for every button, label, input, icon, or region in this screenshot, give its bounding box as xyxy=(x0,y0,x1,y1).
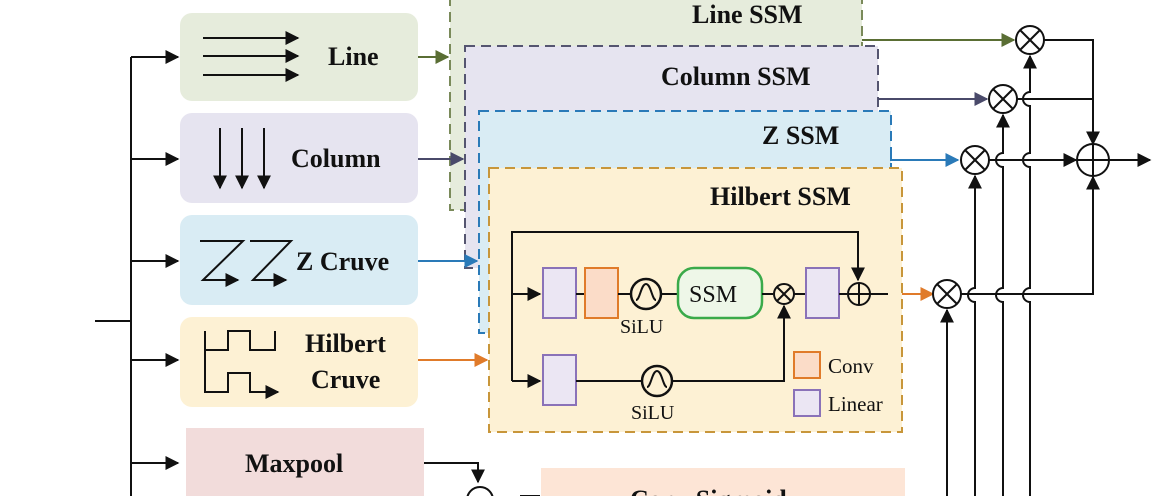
vertical-arrows-icon xyxy=(213,128,271,190)
hilbert-curve-icon xyxy=(204,330,280,399)
conv-layer xyxy=(584,267,619,319)
linear-layer-bottom xyxy=(542,354,577,406)
silu-top-label: SiLU xyxy=(620,316,664,338)
legend-linear-label: Linear xyxy=(828,392,883,416)
line-ssm-label: Line SSM xyxy=(692,0,803,29)
line-scan-block: Line xyxy=(180,13,418,101)
gate-lines xyxy=(940,54,1037,496)
horizontal-arrows-icon xyxy=(203,31,300,82)
input-trunk xyxy=(95,50,180,496)
multiplier-hilbert xyxy=(932,279,962,309)
conv-sigmoid-label: Conv Sigmoid xyxy=(630,485,787,496)
conv-sigmoid-block: Conv Sigmoid xyxy=(541,468,905,496)
z-scan-block: Z Cruve xyxy=(180,215,418,305)
line-scan-label: Line xyxy=(328,42,379,71)
sum-paths xyxy=(961,39,1100,295)
z-curve-icon xyxy=(200,240,294,287)
silu-bottom-label: SiLU xyxy=(631,402,675,424)
hilbert-scan-label-line1: Hilbert xyxy=(305,329,386,358)
maxpool-block: Maxpool xyxy=(186,428,424,496)
multiplier-z xyxy=(960,145,990,175)
legend-linear-swatch xyxy=(793,389,821,417)
linear-layer-top xyxy=(542,267,577,319)
z-scan-label: Z Cruve xyxy=(296,247,389,276)
legend-conv-label: Conv xyxy=(828,354,874,378)
maxpool-label: Maxpool xyxy=(245,449,343,478)
add-icon xyxy=(847,282,871,306)
column-ssm-label: Column SSM xyxy=(661,62,811,91)
hilbert-scan-label-line2: Cruve xyxy=(311,365,380,394)
hilbert-ssm-internals: SiLU SSM SiLU Conv xyxy=(511,231,888,424)
scan-to-ssm-arrows xyxy=(418,50,489,367)
ssm-output-arrows xyxy=(862,33,1016,167)
ssm-core-label: SSM xyxy=(689,282,737,308)
maxpool-path xyxy=(424,462,540,496)
column-scan-label: Column xyxy=(291,144,381,173)
z-ssm-label: Z SSM xyxy=(762,121,839,150)
multiplier-column xyxy=(988,84,1018,114)
column-scan-block: Column xyxy=(180,113,418,203)
multiplier-line xyxy=(1015,25,1045,55)
legend-conv-swatch xyxy=(793,351,821,379)
legend: Conv Linear xyxy=(793,351,883,417)
linear-layer-out xyxy=(805,267,840,319)
hilbert-ssm-label: Hilbert SSM xyxy=(710,182,851,211)
sum-node-icon xyxy=(1076,143,1110,177)
hilbert-scan-block: Hilbert Cruve xyxy=(180,317,418,407)
